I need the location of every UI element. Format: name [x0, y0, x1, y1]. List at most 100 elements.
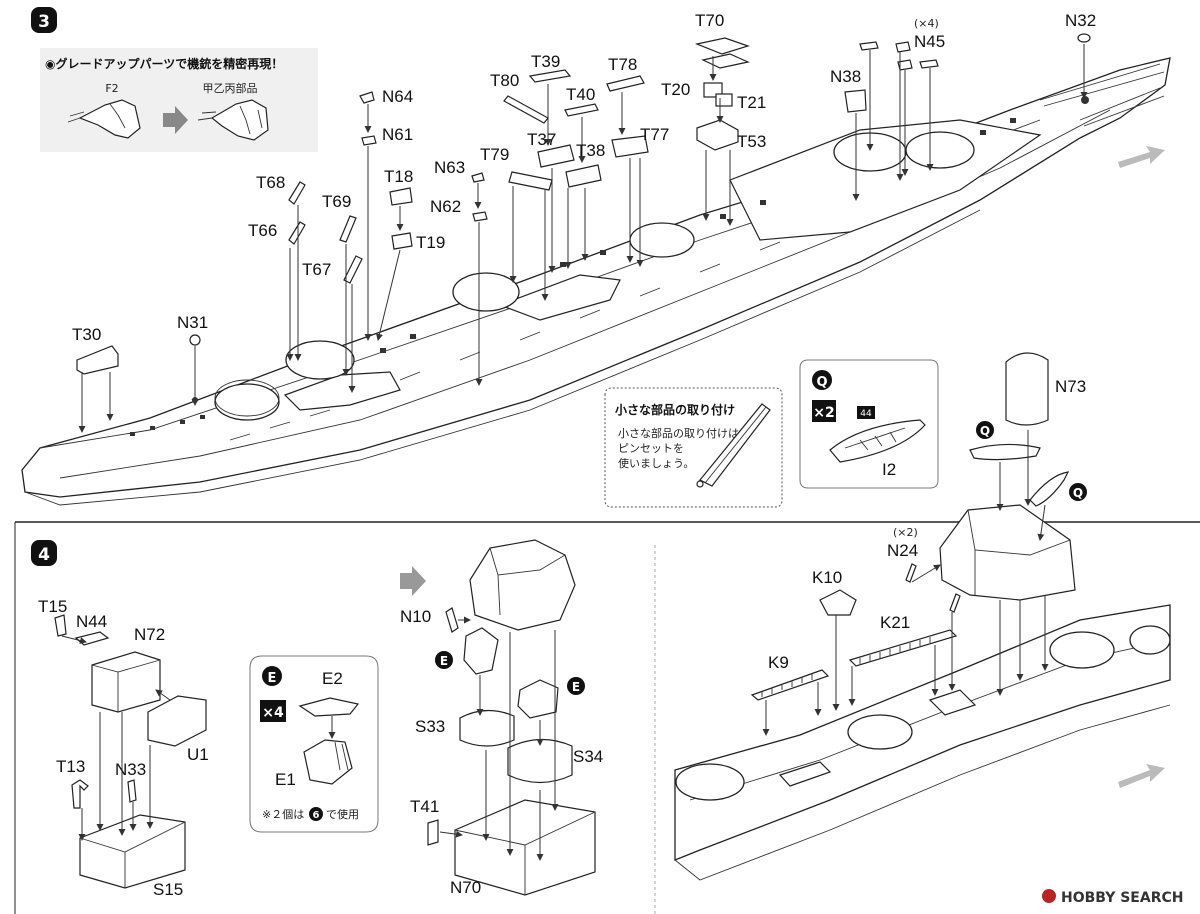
labels-step3: T70 N32 (×4) N45 T39 T78 T80 T40 T20 T21…	[72, 11, 1096, 344]
badge-e	[262, 666, 282, 686]
part-t13	[71, 779, 89, 809]
step3-badge: 3	[31, 7, 57, 33]
leader-lines-step3	[78, 44, 1088, 433]
svg-text:E: E	[268, 671, 277, 686]
tip-line3: 使いましょう。	[618, 457, 694, 470]
part-bridge	[939, 504, 1076, 601]
label-t53: T53	[737, 132, 766, 151]
part-t69	[339, 215, 357, 243]
badge-q	[812, 370, 832, 390]
svg-text:で使用: で使用	[326, 808, 359, 821]
arrow-right-icon	[163, 106, 188, 134]
part-s33	[459, 709, 515, 747]
label-k9: K9	[768, 653, 789, 672]
labels-step4-mid: N10 S33 S34 T41 N70 E E	[400, 607, 603, 897]
svg-text:3: 3	[38, 12, 50, 32]
part-t21	[715, 93, 733, 107]
label-n45: N45	[914, 32, 945, 51]
gradeup-info-box: ◉グレードアップパーツで機銃を精密再現！ F2 甲乙丙部品	[40, 48, 318, 152]
part-n10	[445, 607, 459, 633]
label-t21: T21	[737, 93, 766, 112]
part-n63	[471, 172, 485, 183]
turret-6	[905, 131, 975, 169]
turret-mid-4	[1129, 625, 1171, 655]
part-t37	[537, 144, 575, 168]
label-t19: T19	[416, 233, 445, 252]
gradeup-to-label: 甲乙丙部品	[203, 81, 258, 95]
label-n44: N44	[76, 612, 107, 631]
svg-text:Q: Q	[980, 424, 990, 438]
step4-panel: 4 T15 N44 N72 U1 T13 N33	[31, 352, 1171, 899]
label-n62: N62	[430, 197, 461, 216]
label-e2: E2	[322, 669, 343, 688]
label-e1: E1	[275, 770, 296, 789]
hull-step3	[21, 57, 1171, 506]
part-n38	[844, 89, 867, 113]
badge-e-left	[435, 651, 453, 669]
parts-step3	[76, 33, 1091, 375]
label-n72: N72	[134, 625, 165, 644]
turret-3	[452, 272, 520, 312]
part-e2	[298, 697, 360, 717]
label-t39: T39	[531, 52, 560, 71]
label-t67: T67	[302, 260, 331, 279]
part-k21	[848, 629, 958, 667]
svg-text:44: 44	[860, 409, 872, 419]
label-t13: T13	[56, 757, 85, 776]
svg-text:Q: Q	[816, 375, 827, 390]
label-n31: N31	[177, 313, 208, 332]
watermark-text: HOBBY SEARCH	[1061, 890, 1183, 906]
svg-text:6: 6	[313, 810, 320, 821]
label-n33: N33	[115, 760, 146, 779]
part-t67	[343, 255, 363, 284]
label-n63: N63	[434, 158, 465, 177]
brand-logo-icon	[1042, 889, 1056, 903]
label-n70: N70	[450, 878, 481, 897]
part-t66	[288, 221, 306, 245]
label-n24-count: (×2)	[893, 526, 918, 539]
part-tower-upper	[469, 539, 576, 631]
svg-text:Q: Q	[1073, 486, 1083, 500]
part-n72	[91, 651, 161, 713]
gradeup-info-title: ◉グレードアップパーツで機銃を精密再現！	[45, 56, 283, 71]
part-t78	[606, 75, 645, 92]
labels-step4-right: N73 (×2) N24 K10 K21 K9	[768, 377, 1086, 672]
badge-q-b	[1069, 483, 1087, 501]
label-t38: T38	[576, 141, 605, 160]
part-k10	[819, 589, 857, 616]
boat-i2-icon	[829, 419, 926, 463]
part-n62	[472, 211, 488, 222]
part-t19	[391, 232, 413, 250]
part-boat-q2	[1029, 471, 1070, 507]
part-t18	[389, 187, 413, 206]
e-count: ×4	[262, 705, 284, 721]
turret-mid-1	[675, 763, 745, 801]
label-i2: I2	[882, 460, 896, 479]
turret-1	[214, 383, 280, 421]
label-t78: T78	[608, 55, 637, 74]
part-u1	[147, 695, 207, 747]
watermark: HOBBY SEARCH	[1042, 889, 1183, 906]
label-n45-count: (×4)	[914, 17, 939, 30]
part-n73	[1005, 352, 1049, 426]
svg-text:E: E	[572, 680, 580, 694]
label-t41: T41	[410, 797, 439, 816]
middle-assembly	[400, 539, 596, 896]
turret-mid-3	[1049, 631, 1115, 669]
badge-e-right	[567, 677, 585, 695]
label-n73: N73	[1055, 377, 1086, 396]
label-s34: S34	[573, 747, 603, 766]
direction-arrow-icon	[400, 566, 426, 596]
part-boat-q1	[969, 443, 1041, 461]
boat-count: ×2	[813, 405, 834, 421]
part-t80	[503, 95, 549, 124]
label-k21: K21	[880, 613, 910, 632]
label-t77: T77	[640, 125, 669, 144]
boat-info-box: Q ×2 44 I2	[799, 359, 939, 489]
label-t66: T66	[248, 221, 277, 240]
label-n38: N38	[830, 67, 861, 86]
label-u1: U1	[187, 745, 209, 764]
label-k10: K10	[812, 568, 842, 587]
svg-text:4: 4	[38, 545, 50, 565]
